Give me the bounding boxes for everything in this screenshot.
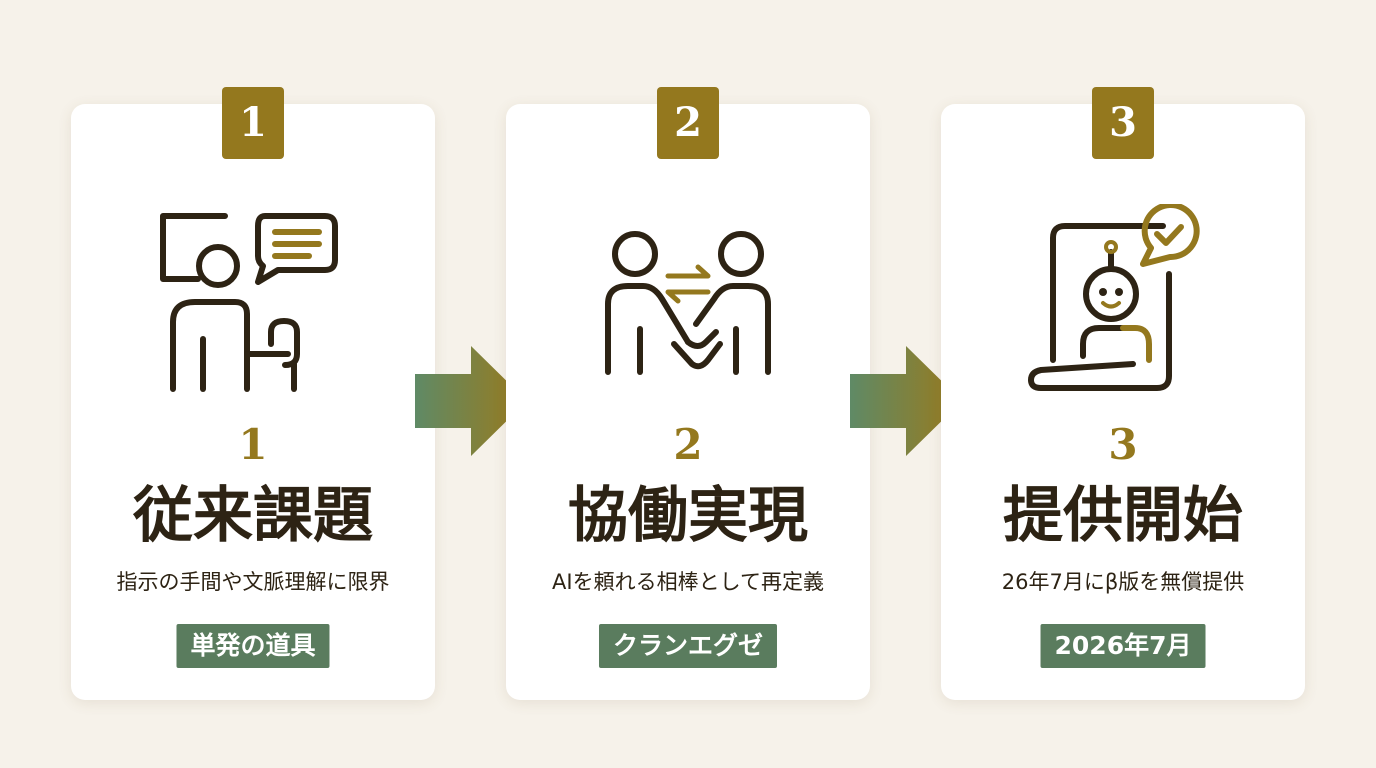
step-badge: 2 — [657, 87, 719, 159]
handshake-icon — [605, 231, 771, 375]
step-number: 2 — [673, 420, 703, 469]
step-tag: 単発の道具 — [176, 624, 330, 668]
arrow-right-icon — [850, 346, 962, 456]
step-badge: 3 — [1092, 87, 1154, 159]
step-tag: クランエグゼ — [598, 624, 778, 668]
step-title: 協働実現 — [568, 481, 808, 551]
step-badge: 1 — [222, 87, 284, 159]
step-title: 従来課題 — [133, 481, 373, 551]
step-card-1: 1 1 従来課題 指示の手間や文脈理解に限界 単発の道具 — [71, 87, 435, 700]
person-speech-bubble-icon — [160, 213, 338, 392]
step-title: 提供開始 — [1003, 481, 1243, 551]
step-description: 指示の手間や文脈理解に限界 — [116, 570, 390, 594]
step-description: 26年7月にβ版を無償提供 — [1001, 570, 1245, 594]
step-card-3: 3 3 提供開始 26年7月にβ版を無償提供 2026年7月 — [941, 87, 1305, 700]
robot-check-icon — [1028, 204, 1200, 391]
step-number: 1 — [238, 420, 268, 469]
step-description: AIを頼れる相棒として再定義 — [552, 570, 824, 594]
step-number: 3 — [1108, 420, 1138, 469]
step-card-2: 2 2 協働実現 AIを頼れる相棒として再定義 クランエグゼ — [506, 87, 870, 700]
arrow-right-icon — [415, 346, 527, 456]
step-tag: 2026年7月 — [1040, 624, 1206, 668]
